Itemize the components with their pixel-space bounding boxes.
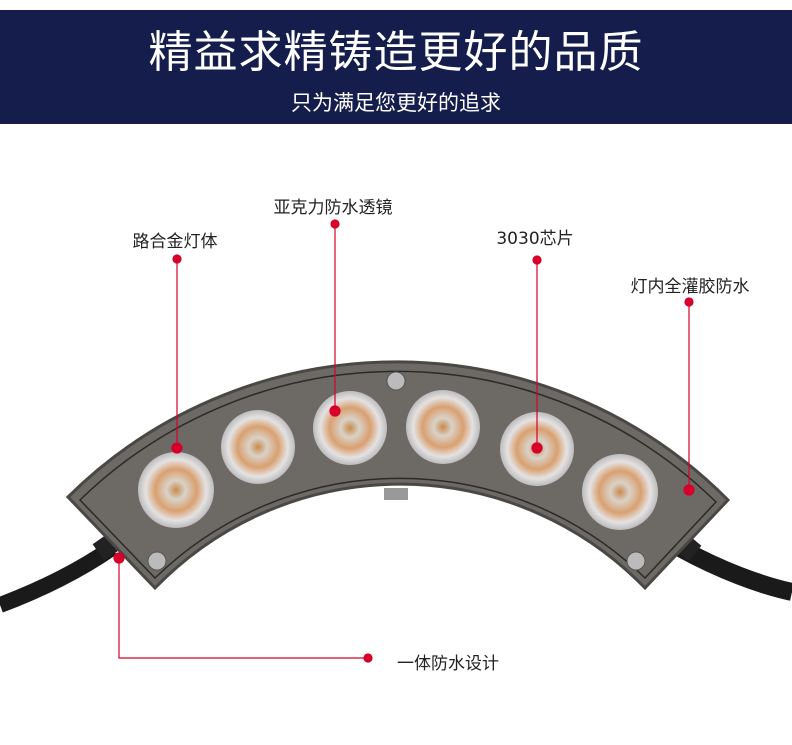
led-lens <box>406 390 480 464</box>
led-lens <box>582 454 658 530</box>
led-lens <box>313 391 387 465</box>
left-cable <box>0 541 117 613</box>
page-title: 精益求精铸造更好的品质 <box>148 27 644 78</box>
lamp-housing <box>65 360 731 591</box>
led-lens <box>138 452 214 528</box>
page-subtitle: 只为满足您更好的追求 <box>291 91 501 115</box>
led-lens <box>221 410 295 484</box>
screw-icon <box>626 551 646 571</box>
callout-potting-waterproof: 灯内全灌胶防水 <box>630 277 750 297</box>
screw-icon <box>386 371 406 391</box>
callout-3030-chip: 3030芯片 <box>496 229 574 249</box>
callout-alloy-body: 路合金灯体 <box>132 232 218 252</box>
screw-icon <box>147 551 167 571</box>
header-banner: 精益求精铸造更好的品质 只为满足您更好的追求 <box>0 10 792 124</box>
callout-acrylic-lens: 亚克力防水透镜 <box>273 198 393 218</box>
right-cable <box>675 540 792 601</box>
callout-integrated-waterproof: 一体防水设计 <box>397 654 499 674</box>
